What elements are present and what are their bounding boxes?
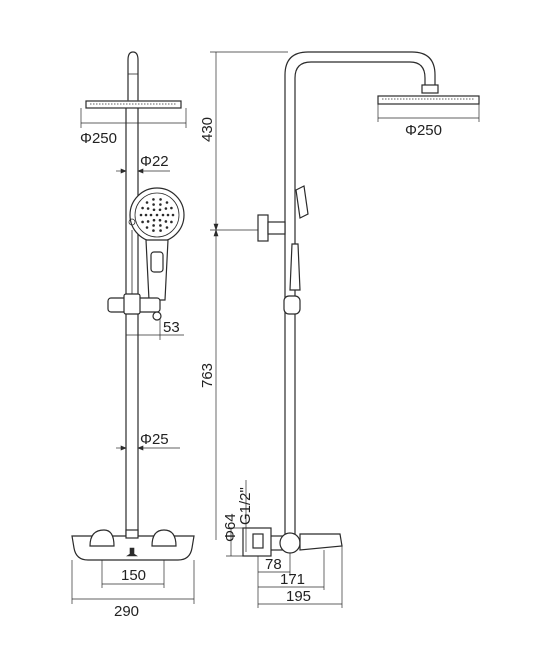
front-mixer-width-label: 290 [114, 603, 139, 620]
side-depth-dimensions: 78 171 195 [257, 546, 343, 608]
front-mixer-width-dimension: 290 [71, 560, 195, 620]
front-mixer-spacing-dimension: 150 [101, 560, 165, 588]
nozzle-dot [152, 203, 155, 206]
side-head-diameter-label: Φ250 [405, 122, 442, 139]
side-depth-171-label: 171 [280, 571, 305, 588]
nozzle-dot [152, 208, 156, 212]
nozzle-dot [141, 220, 144, 224]
front-upper-pipe-dimension: Φ22 [116, 153, 170, 174]
front-head-diameter-dimension: Φ250 [80, 108, 187, 147]
nozzle-dot [152, 198, 155, 201]
side-mixer [242, 527, 343, 557]
side-mixer-knob [279, 532, 301, 554]
nozzle-dot [149, 213, 153, 217]
nozzle-dot [146, 220, 150, 223]
nozzle-dot [139, 213, 143, 217]
nozzle-dot [158, 208, 162, 212]
nozzle-dot [170, 206, 173, 210]
front-head-diameter-label: Φ250 [80, 130, 117, 147]
nozzle-dot [158, 218, 162, 222]
side-height-dimension: 430 763 [199, 51, 288, 540]
nozzle-dot [161, 213, 165, 217]
side-wall-bracket [257, 214, 286, 242]
front-slide-holder [107, 293, 162, 321]
mixer-left-handle [89, 529, 115, 547]
nozzle-dot [152, 224, 155, 227]
front-head-shower [85, 94, 182, 109]
nozzle-dot [166, 213, 170, 217]
nozzle-dot [155, 213, 159, 217]
nozzle-dot [159, 198, 162, 201]
side-view: 430 763 Φ250 [199, 51, 480, 608]
nozzle-dot [159, 229, 162, 232]
nozzle-dot [159, 203, 162, 206]
front-mixer-spacing-label: 150 [121, 567, 146, 584]
nozzle-dot [171, 213, 175, 217]
nozzle-dot [159, 224, 162, 227]
front-riser-top [127, 51, 139, 100]
front-lower-pipe-label: Φ25 [140, 431, 169, 448]
nozzle-dot [164, 207, 168, 210]
mixer-right-handle [151, 529, 177, 547]
side-spout [299, 533, 343, 551]
side-arm-inner [294, 61, 426, 540]
nozzle-dot [164, 220, 168, 223]
side-head-shower: Φ250 [377, 84, 480, 139]
side-hand-shower [283, 185, 309, 315]
side-arm-outer [284, 51, 436, 540]
hand-shower-nozzles [139, 198, 175, 232]
side-head-plate [377, 95, 480, 105]
nozzle-dot [145, 226, 149, 229]
nozzle-dot [145, 201, 149, 204]
side-upper-height-label: 430 [199, 117, 216, 142]
front-holder-offset-label: 53 [163, 319, 180, 336]
mixer-outlet [126, 547, 138, 557]
front-holder-offset-dimension: 53 [126, 314, 184, 340]
side-inlet [252, 533, 264, 549]
front-mixer [71, 529, 195, 561]
side-lower-height-label: 763 [199, 363, 216, 388]
front-upper-pipe-label: Φ22 [140, 153, 169, 170]
nozzle-dot [144, 213, 148, 217]
front-head-plate [85, 100, 182, 109]
slide-holder-knob [152, 311, 162, 321]
side-thread-label: G1/2" [237, 487, 254, 525]
nozzle-dot [141, 206, 144, 210]
nozzle-dot [165, 201, 169, 204]
side-depth-195-label: 195 [286, 588, 311, 605]
side-slide-holder [283, 295, 301, 315]
nozzle-dot [165, 226, 169, 229]
front-view: Φ250 Φ22 [71, 51, 195, 620]
side-cover-diameter-label: Φ64 [222, 513, 239, 542]
front-lower-pipe-dimension: Φ25 [116, 431, 180, 451]
side-depth-78-label: 78 [265, 556, 282, 573]
side-inlet-dimensions: Φ64 G1/2" [222, 480, 254, 557]
nozzle-dot [152, 218, 156, 222]
nozzle-dot [146, 207, 150, 210]
hand-shower-button [150, 251, 164, 273]
front-hand-shower [128, 187, 185, 301]
nozzle-dot [152, 229, 155, 232]
nozzle-dot [170, 220, 173, 224]
